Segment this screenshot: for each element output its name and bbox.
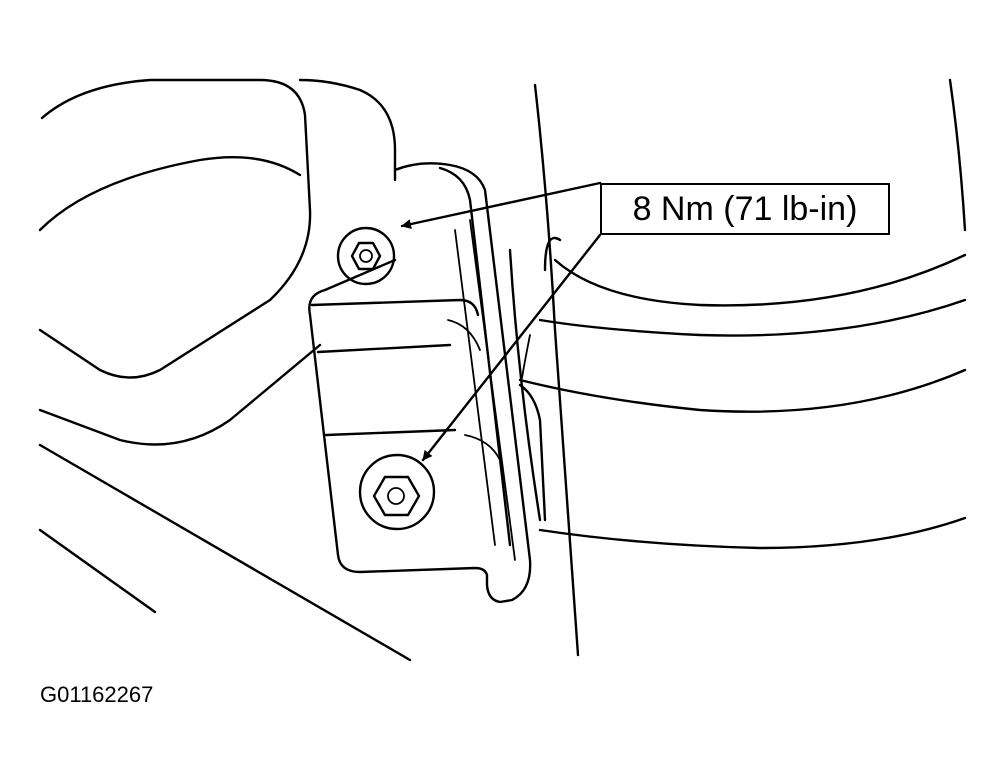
upper-bolt [336, 226, 396, 286]
leader-arrows [400, 181, 602, 462]
pipe-lines [508, 78, 967, 657]
clamp-band [518, 236, 967, 550]
frame-lines [38, 443, 412, 662]
mounting-bracket [308, 162, 532, 604]
leader-arrow-upper [400, 181, 602, 229]
lower-bolt [358, 453, 436, 531]
torque-spec-label: 8 Nm (71 lb-in) [632, 189, 858, 228]
figure-id-label: G01162267 [40, 682, 154, 707]
torque-callout: 8 Nm (71 lb-in) [600, 183, 890, 235]
housing-outline [38, 78, 397, 446]
leader-arrow-lower [421, 233, 602, 462]
